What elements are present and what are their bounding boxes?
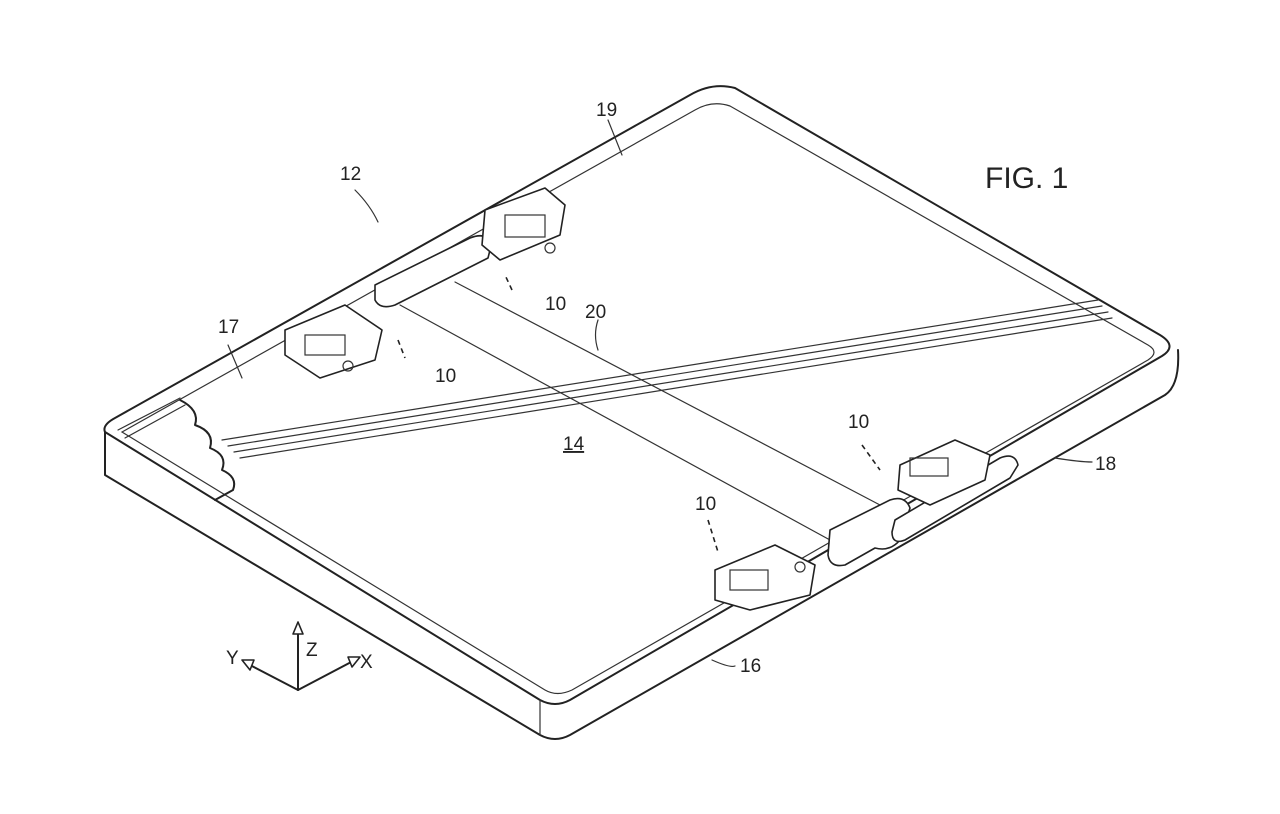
- hinge-assembly-top-right: [481, 187, 566, 261]
- label-left-region: 17: [218, 317, 239, 338]
- label-axis-line: 20: [585, 302, 606, 323]
- label-hinge-bottom-right: 10: [848, 412, 869, 433]
- hinge-assembly-bottom-right: [897, 439, 991, 506]
- label-hinge-bottom-left: 10: [695, 494, 716, 515]
- axis-triad: [241, 621, 361, 691]
- label-display: 14: [563, 434, 585, 455]
- label-second-portion: 18: [1095, 454, 1116, 475]
- display-glare: [221, 299, 1113, 459]
- hinge-assembly-bottom-left: [714, 544, 816, 611]
- leader-lines: [227, 119, 1093, 667]
- label-upper-region: 19: [596, 100, 617, 121]
- axis-label-x: X: [360, 652, 373, 673]
- label-hinge-top-left: 10: [435, 366, 456, 387]
- hinge-assembly-top-left: [284, 304, 383, 379]
- label-hinge-top-right: 10: [545, 294, 566, 315]
- axis-label-z: Z: [306, 640, 318, 661]
- label-first-portion: 16: [740, 656, 761, 677]
- hinge-spine: [374, 234, 1019, 567]
- axis-label-y: Y: [226, 648, 239, 669]
- device-body: [103, 85, 1180, 740]
- label-device: 12: [340, 164, 361, 185]
- figure-title: FIG. 1: [985, 162, 1068, 195]
- fold-axis: [399, 281, 881, 541]
